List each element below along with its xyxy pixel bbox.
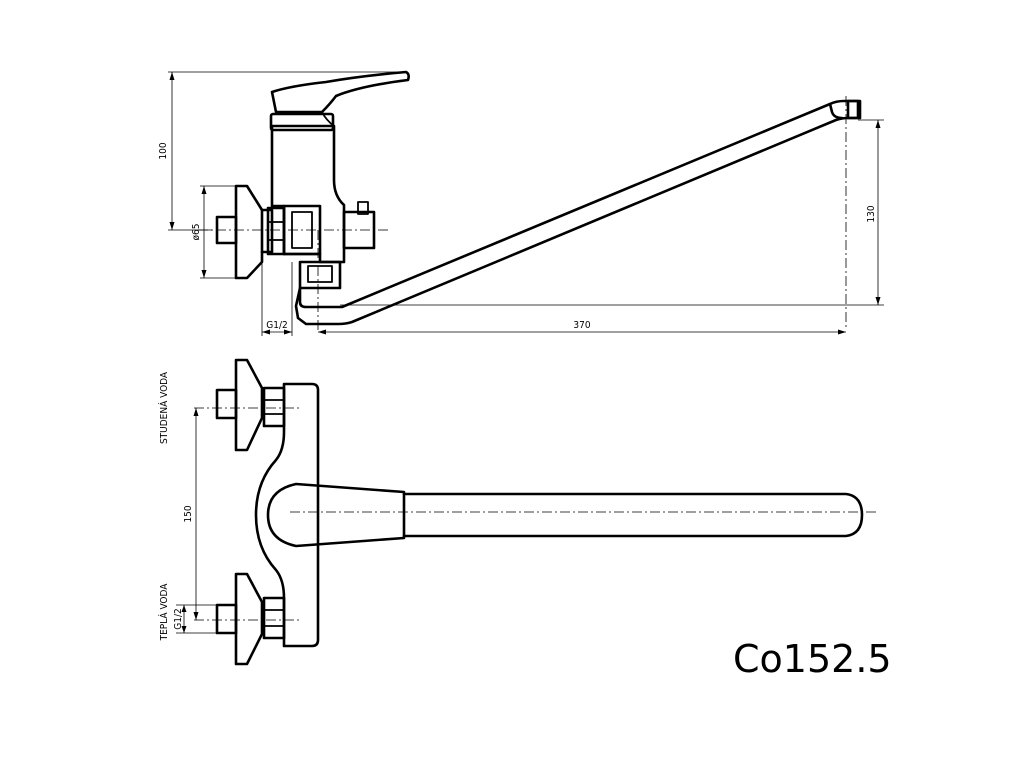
dim-thread-g12-top: G1/2 — [173, 608, 184, 629]
top-view: 150 G1/2 STUDENÁ VODA TEPLÁ VODA — [157, 358, 878, 666]
dim-height-130: 130 — [866, 205, 877, 222]
hot-hex-nut — [262, 596, 286, 640]
cold-hex-nut — [262, 386, 286, 428]
spout-aerator — [846, 99, 862, 120]
hex-nut-body — [266, 206, 286, 256]
lever-handle — [270, 70, 410, 114]
wall-flange-side — [234, 184, 264, 280]
dim-height-100: 100 — [158, 142, 169, 159]
hot-connector — [215, 603, 238, 635]
dim-spacing-150: 150 — [183, 505, 194, 522]
dim-spout-370: 370 — [573, 320, 590, 331]
cold-wall-flange — [234, 358, 264, 452]
lever-top — [266, 482, 406, 548]
label-hot-water: TEPLÁ VODA — [157, 583, 170, 642]
hot-wall-flange — [234, 572, 264, 666]
cold-connector — [215, 388, 238, 420]
dim-diameter-65: ø65 — [191, 224, 202, 241]
label-cold-water: STUDENÁ VODA — [157, 371, 170, 444]
side-view: 100 ø65 G1/2 370 130 — [158, 70, 884, 336]
mixer-body-side — [270, 124, 346, 264]
model-number: Co152.5 — [733, 637, 892, 681]
body-cap — [269, 112, 335, 132]
spout-side — [294, 99, 860, 326]
spout-top — [402, 492, 864, 538]
mixer-body-top — [254, 382, 320, 648]
dim-thread-g12: G1/2 — [266, 320, 287, 331]
spout-swivel — [298, 260, 342, 290]
